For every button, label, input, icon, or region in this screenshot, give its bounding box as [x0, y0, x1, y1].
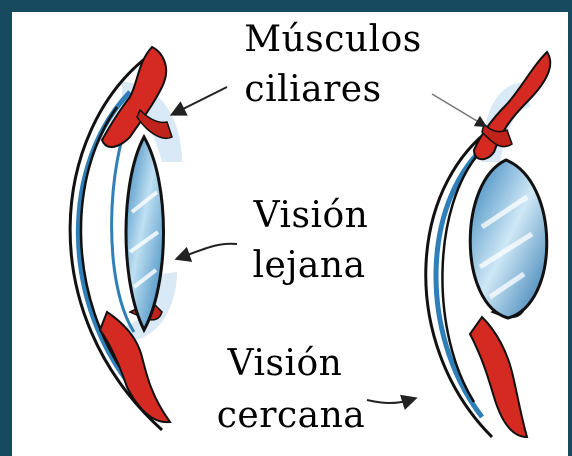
- right-lens-thick: [470, 160, 547, 318]
- diagram-panel: Músculos ciliares Visión lejana Visión c…: [12, 12, 568, 456]
- near-vision-label-line1: Visión: [220, 344, 350, 384]
- distance-vision-label-line2: lejana: [244, 246, 374, 286]
- distance-vision-arrow: [182, 244, 237, 257]
- left-eye-distance: [70, 47, 227, 430]
- near-vision-arrow: [367, 400, 410, 403]
- right-lower-ciliary-muscle: [470, 317, 527, 437]
- distance-vision-label-line1: Visión: [246, 196, 376, 236]
- ciliary-muscles-label-line1: Músculos: [238, 20, 428, 60]
- near-vision-label-line2: cercana: [216, 396, 366, 436]
- ciliary-muscles-label-line2: ciliares: [238, 70, 388, 110]
- right-eye-near: [426, 52, 550, 437]
